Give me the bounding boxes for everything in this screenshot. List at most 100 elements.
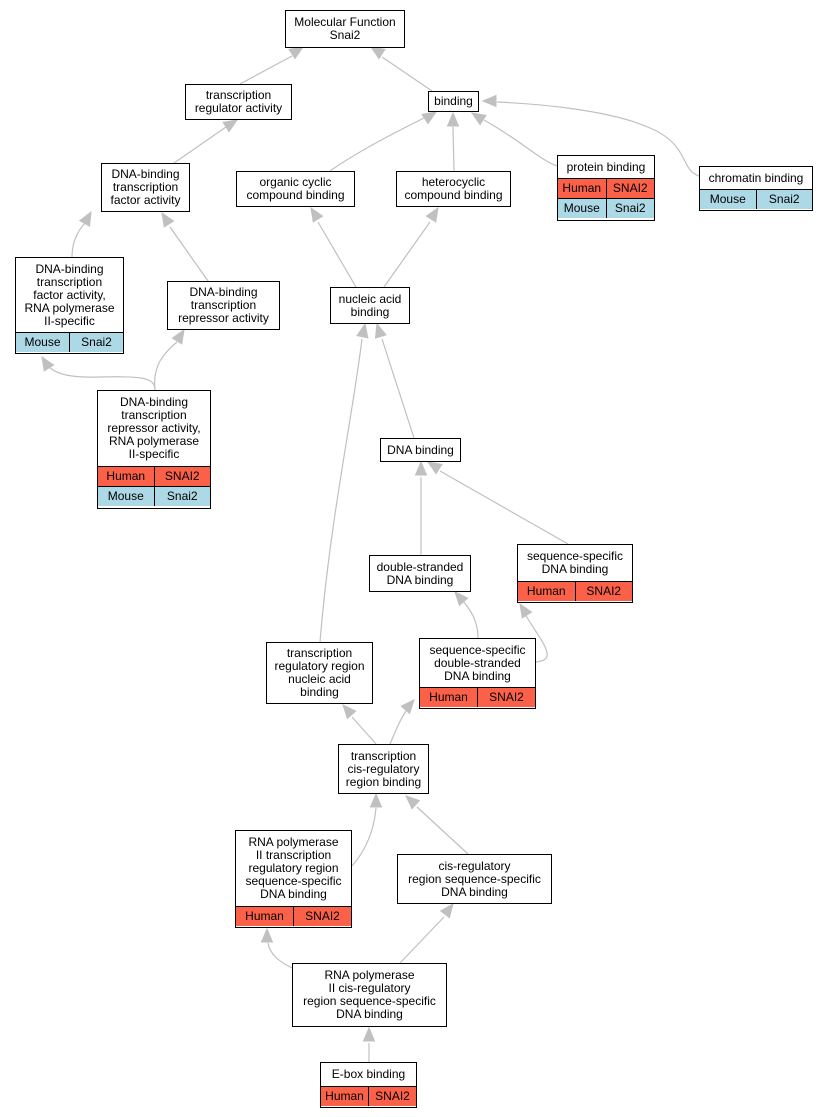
node-dna-binding-transcription-repressor-activity[interactable]: DNA-binding transcription repressor acti… — [167, 281, 280, 330]
species-label: Human — [429, 690, 468, 704]
species-label: Mouse — [563, 201, 600, 215]
node-transcription-regulatory-region-nucleic-acid-binding[interactable]: transcription regulatory region nucleic … — [266, 642, 373, 704]
species-label: Mouse — [709, 192, 746, 206]
edge-line-6 — [496, 101, 700, 177]
edge-arrowhead-14 — [414, 460, 428, 476]
species-label: Human — [325, 1089, 364, 1103]
gene-label: Snai2 — [605, 199, 655, 218]
edge-arrowhead-11 — [41, 355, 55, 372]
edge-line-20 — [389, 710, 407, 745]
edge-line-19 — [351, 716, 377, 745]
node-sequence-specific-double-stranded-dna-binding[interactable]: sequence-specific double-stranded DNA bi… — [419, 638, 536, 709]
edge-arrowhead-23 — [260, 927, 274, 943]
species-label: Mouse — [107, 489, 144, 503]
edge-line-17 — [463, 601, 479, 639]
edge-line-8 — [169, 226, 209, 282]
gene-label: SNAI2 — [477, 688, 535, 707]
edge-arrowhead-10 — [425, 206, 439, 223]
edge-line-22 — [416, 806, 469, 855]
node-dna-binding-transcription-factor-activity[interactable]: DNA-binding transcription factor activit… — [101, 163, 190, 212]
node-molecular-function[interactable]: Molecular Function Snai2 — [285, 10, 405, 48]
edge-arrowhead-6 — [481, 94, 497, 108]
edge-arrowhead-2 — [222, 119, 239, 133]
edge-arrowhead-7 — [78, 210, 92, 227]
edge-arrowhead-13 — [374, 322, 387, 339]
edge-line-2 — [173, 126, 227, 164]
node-rna-pol-ii-cis-regulatory-region-binding[interactable]: RNA polymerase II cis-regulatory region … — [292, 963, 447, 1027]
species-label: Human — [562, 181, 602, 195]
edge-arrowhead-18 — [519, 602, 533, 619]
node-nucleic-acid-binding[interactable]: nucleic acid binding — [330, 287, 410, 324]
gene-label: Snai2 — [69, 333, 123, 352]
edge-arrowhead-9 — [310, 206, 324, 223]
edge-line-7 — [71, 221, 87, 258]
edge-line-16 — [319, 338, 363, 643]
node-dna-binding-repressor-activity-rna-pol-ii[interactable]: DNA-binding transcription repressor acti… — [97, 390, 211, 509]
species-label: Mouse — [24, 335, 61, 349]
edge-line-23 — [267, 942, 293, 969]
edge-line-21 — [351, 807, 377, 867]
gene-label: SNAI2 — [574, 582, 633, 601]
edge-arrowhead-12 — [171, 328, 185, 345]
edge-arrowhead-4 — [446, 111, 460, 127]
node-binding[interactable]: binding — [428, 91, 479, 112]
node-cis-regulatory-region-sequence-specific-dna-binding[interactable]: cis-regulatory region sequence-specific … — [397, 854, 552, 904]
edge-arrowhead-21 — [369, 792, 383, 808]
species-label: Human — [526, 584, 566, 598]
edge-line-18 — [524, 613, 548, 663]
edge-arrowhead-15 — [426, 461, 443, 475]
edge-line-9 — [317, 221, 357, 288]
edge-arrowhead-5 — [470, 112, 487, 126]
gene-label: SNAI2 — [153, 467, 211, 486]
edge-line-0 — [239, 55, 293, 85]
node-heterocyclic-compound-binding[interactable]: heterocyclic compound binding — [396, 171, 511, 207]
edge-line-4 — [452, 126, 455, 172]
annotation-row-mouse: Mouse Snai2 — [98, 486, 210, 506]
edge-line-15 — [439, 470, 569, 545]
edge-arrowhead-3 — [421, 111, 438, 125]
edge-arrowhead-20 — [400, 699, 415, 715]
node-transcription-regulator-activity[interactable]: transcription regulator activity — [185, 84, 292, 120]
edge-line-11 — [49, 367, 156, 391]
edge-arrowhead-0 — [288, 46, 305, 60]
annotation-row-human: Human SNAI2 — [236, 906, 351, 926]
gene-label: SNAI2 — [293, 907, 351, 926]
gene-label: Snai2 — [153, 487, 211, 506]
species-label: Human — [245, 909, 284, 923]
edge-line-5 — [483, 119, 558, 167]
edge-arrowhead-16 — [356, 322, 369, 339]
gene-label: Snai2 — [755, 190, 813, 209]
annotation-row-mouse: Mouse Snai2 — [558, 198, 654, 218]
gene-label: SNAI2 — [368, 1087, 416, 1106]
node-dna-binding[interactable]: DNA binding — [380, 438, 461, 462]
edge-arrowhead-8 — [161, 211, 175, 228]
edge-line-3 — [329, 117, 425, 172]
edge-arrowhead-22 — [405, 795, 421, 810]
annotation-row-human: Human SNAI2 — [420, 687, 535, 707]
node-double-stranded-dna-binding[interactable]: double-stranded DNA binding — [369, 555, 471, 592]
edge-line-13 — [381, 338, 415, 439]
edge-arrowhead-25 — [362, 1026, 376, 1042]
node-rna-pol-ii-transcription-regulatory-region-binding[interactable]: RNA polymerase II transcription regulato… — [235, 830, 352, 928]
node-organic-cyclic-compound-binding[interactable]: organic cyclic compound binding — [236, 171, 355, 207]
node-transcription-cis-regulatory-region-binding[interactable]: transcription cis-regulatory region bind… — [338, 744, 429, 794]
edge-line-24 — [399, 916, 445, 964]
edge-arrowhead-24 — [439, 902, 454, 919]
edge-line-10 — [383, 221, 431, 288]
edge-line-1 — [381, 56, 433, 92]
edge-arrowhead-17 — [454, 591, 469, 607]
annotation-row-mouse: Mouse Snai2 — [16, 332, 123, 352]
edge-arrowhead-19 — [342, 704, 357, 720]
node-dna-binding-tf-activity-rna-pol-ii[interactable]: DNA-binding transcription factor activit… — [15, 257, 124, 354]
annotation-row-human: Human SNAI2 — [518, 581, 632, 601]
annotation-row-mouse: Mouse Snai2 — [700, 189, 812, 209]
gene-label: SNAI2 — [605, 179, 655, 198]
annotation-row-human: Human SNAI2 — [321, 1086, 416, 1106]
